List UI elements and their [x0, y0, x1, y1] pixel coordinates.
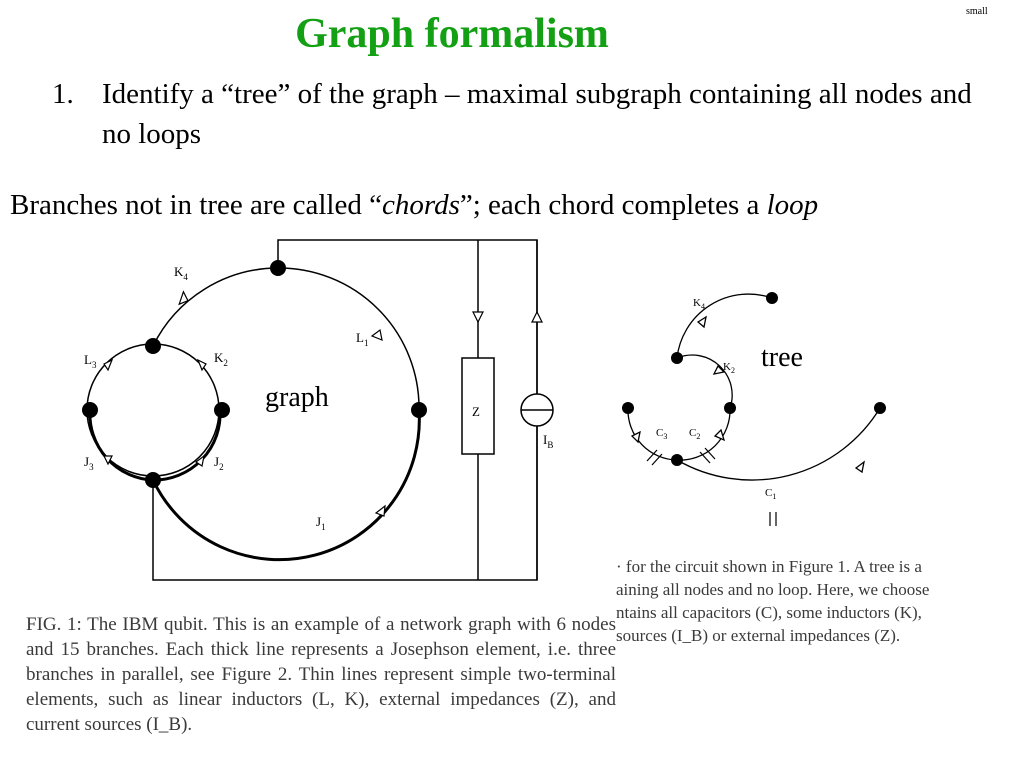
figure-1-caption: FIG. 1: The IBM qubit. This is an exampl…: [26, 614, 616, 735]
tree-nodes: [622, 292, 886, 466]
caption-line: ntains all capacitors (C), some inductor…: [616, 603, 922, 622]
svg-text:C2: C2: [689, 427, 700, 441]
branch-arrows: [103, 290, 543, 517]
caption-line: sources (I_B) or external impedances (Z)…: [616, 626, 901, 645]
chords-word: chords: [381, 189, 460, 221]
slide-title: Graph formalism: [295, 11, 609, 57]
tree-branch-c1: [676, 407, 881, 481]
caption-line: · for the circuit shown in Figure 1. A t…: [616, 557, 922, 576]
corner-note: small: [966, 6, 988, 17]
svg-text:J3: J3: [84, 454, 94, 472]
graph-figure: [82, 239, 554, 581]
item-text: Identify a “tree” of the graph – maximal…: [102, 78, 972, 150]
svg-text:J2: J2: [214, 454, 224, 472]
tree-figure: [622, 292, 886, 526]
branch-j3: [88, 409, 154, 482]
branch-k4: [152, 267, 279, 347]
branch-j2: [152, 409, 222, 482]
svg-text:K4: K4: [693, 297, 705, 311]
tree-branch-k4: [676, 293, 773, 359]
graph-nodes: [82, 260, 427, 488]
svg-text:K4: K4: [174, 264, 188, 282]
svg-text:C1: C1: [765, 487, 776, 501]
tree-branch-k2: [676, 354, 733, 409]
chords-statement: Branches not in tree are called “chords”…: [10, 186, 818, 224]
tree-capacitor-marks: [646, 447, 777, 526]
item-number: 1.: [52, 78, 74, 110]
tree-label: tree: [761, 342, 803, 373]
svg-text:C3: C3: [656, 427, 667, 441]
branch-j1: [151, 409, 421, 562]
svg-text:IB: IB: [543, 432, 553, 450]
branch-l1: [277, 267, 420, 411]
tree-arrows: [630, 315, 865, 474]
svg-text:J1: J1: [316, 514, 326, 532]
graph-label: graph: [265, 382, 329, 413]
graph-branch-labels: K4 L1 L3 K2 J3 J2 J1 Z IB: [84, 264, 553, 532]
tree-branch-labels: K4 K2 C3 C2 C1: [656, 297, 776, 501]
loop-word: loop: [766, 189, 819, 221]
svg-text:K2: K2: [214, 350, 228, 368]
chords-text-1: Branches not in tree are called “: [10, 189, 382, 221]
tree-figure-caption: · for the circuit shown in Figure 1. A t…: [616, 555, 1016, 647]
svg-text:Z: Z: [472, 404, 480, 419]
caption-line: aining all nodes and no loop. Here, we c…: [616, 580, 930, 599]
tree-branch-c3: [627, 407, 678, 461]
chords-text-2: ”; each chord completes a: [459, 189, 767, 221]
tree-branch-c2: [676, 407, 731, 461]
svg-text:L1: L1: [356, 330, 368, 348]
svg-text:K2: K2: [723, 361, 735, 375]
svg-text:L3: L3: [84, 352, 97, 370]
impedance-z: [461, 357, 495, 455]
